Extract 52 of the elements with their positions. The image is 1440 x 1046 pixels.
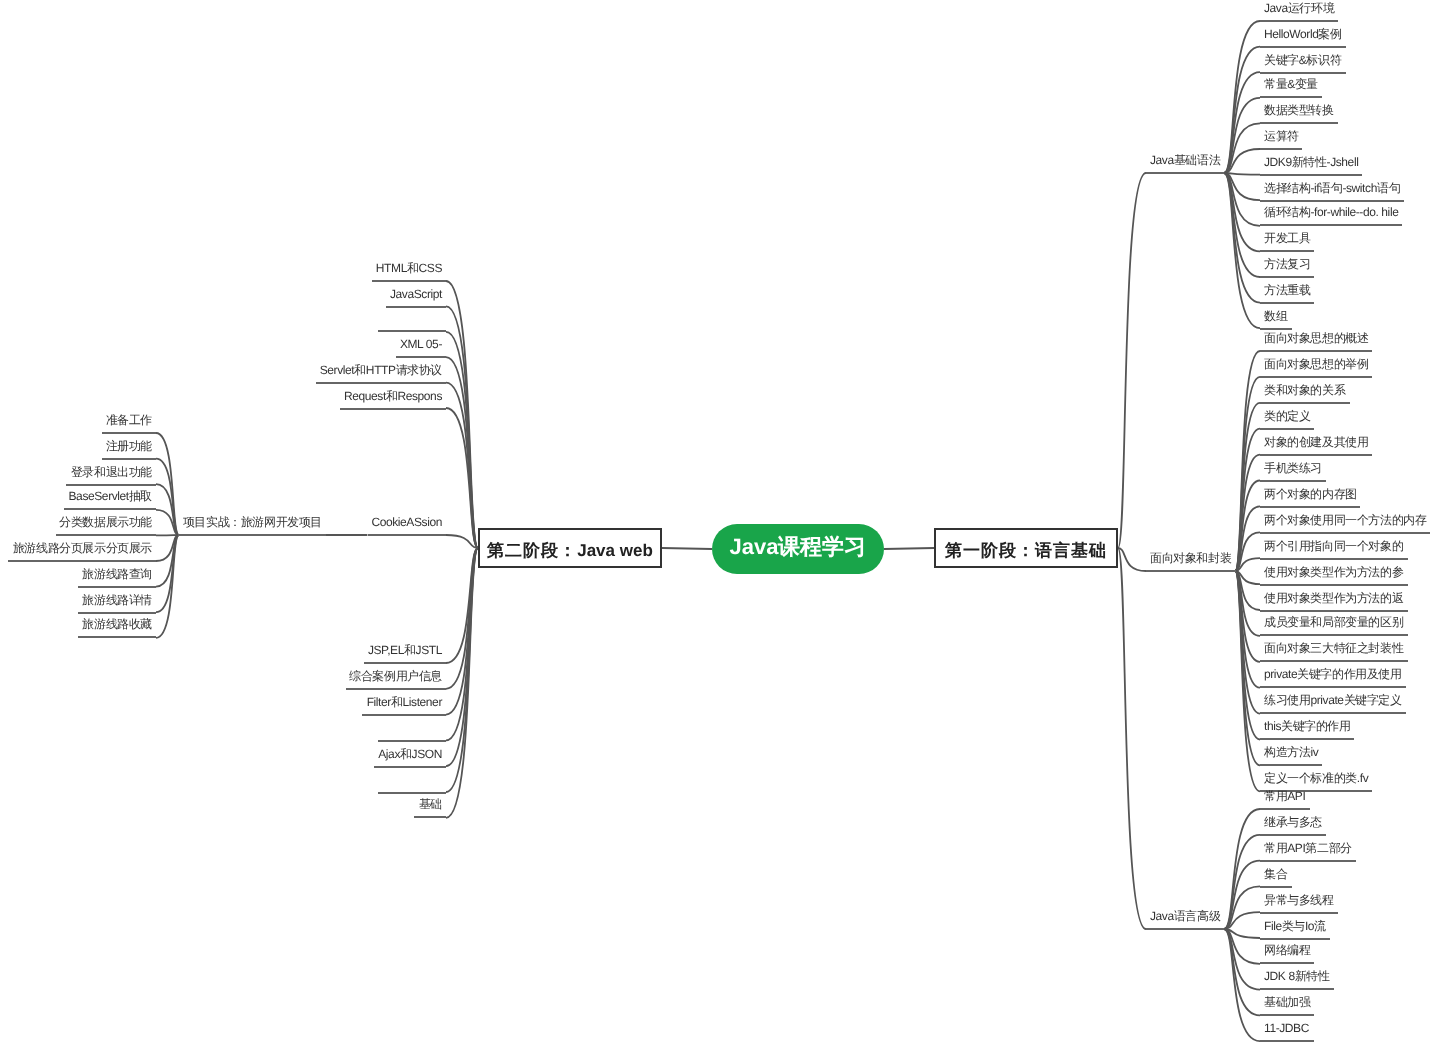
branch-line (1223, 172, 1261, 227)
branch-line (1234, 570, 1261, 663)
branch-line (1234, 570, 1261, 611)
branch-line (1223, 808, 1261, 930)
branch-line (1117, 547, 1147, 930)
branch-line (1234, 557, 1261, 572)
branch-line (1223, 96, 1261, 174)
branch-line (1223, 928, 1261, 965)
topic-box: 第一阶段：语言基础 (934, 528, 1118, 568)
branch-line (1223, 172, 1261, 278)
branch-line (661, 547, 713, 550)
branch-line (1223, 71, 1261, 174)
branch-line (1234, 531, 1261, 572)
branch-line (155, 457, 180, 536)
branch-line (1223, 172, 1261, 253)
branch-line (155, 508, 180, 536)
topic-box: 第二阶段：Java web (478, 528, 662, 568)
branch-line (1234, 570, 1261, 585)
branch-line (1223, 928, 1261, 1017)
branch-line (1234, 570, 1261, 637)
branch-line (445, 534, 479, 549)
branch-line (1223, 172, 1261, 304)
branch-line (155, 534, 180, 588)
branch-line (1223, 859, 1261, 930)
branch-line (445, 407, 479, 549)
branch-line (155, 534, 180, 562)
branch-line (1223, 833, 1261, 930)
branch-line (1234, 570, 1261, 715)
branch-line (155, 534, 180, 537)
branch-line (1223, 45, 1261, 174)
branch-line (1223, 172, 1261, 330)
branch-line (1117, 172, 1147, 549)
branch-line (1234, 505, 1261, 572)
branch-line (155, 483, 180, 536)
branch-line (1223, 928, 1261, 1043)
branch-line (325, 534, 369, 536)
branch-line (1223, 911, 1261, 930)
branch-line (1223, 928, 1261, 939)
branch-line (1223, 172, 1261, 202)
branch-line (1223, 122, 1261, 174)
branch-line (1223, 928, 1261, 991)
branch-line (155, 534, 180, 614)
branch-line (883, 547, 935, 550)
branch-line (155, 432, 180, 536)
branch-line (445, 547, 479, 664)
central-topic: Java课程学习 (712, 524, 884, 574)
branch-line (1223, 148, 1261, 174)
branch-line (1223, 20, 1261, 174)
branch-line (155, 534, 180, 639)
branch-line (1223, 172, 1261, 176)
branch-line (1223, 885, 1261, 930)
branch-line (1117, 547, 1147, 572)
